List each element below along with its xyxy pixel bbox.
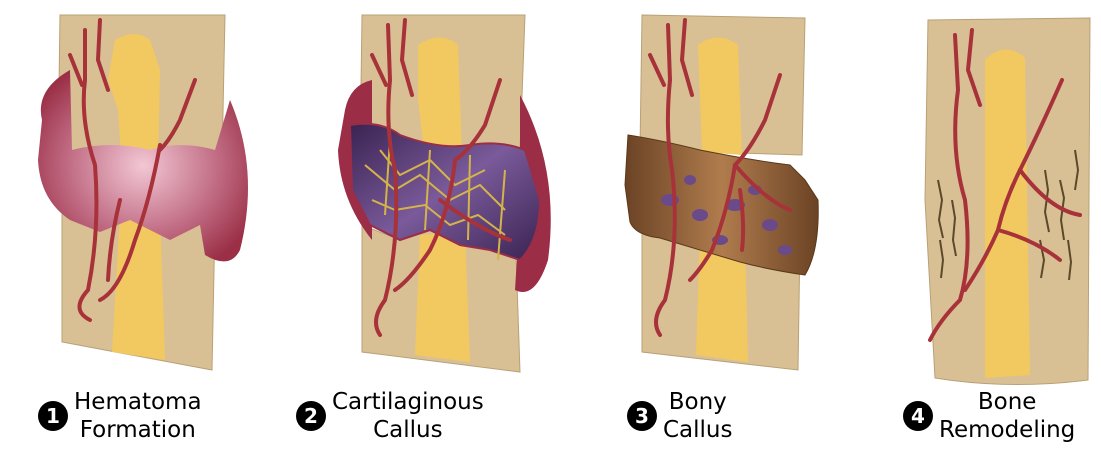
stage-title: Cartilaginous Callus [332, 388, 484, 444]
stage-number-badge: 1 [38, 401, 68, 431]
marrow-lower [415, 232, 470, 362]
stage-1-illustration [38, 15, 248, 370]
stage-title-line2: Formation [74, 416, 202, 444]
stage-title-line1: Bone [939, 388, 1075, 416]
stage-number-badge: 3 [627, 401, 657, 431]
stage-title: Bony Callus [663, 388, 733, 444]
stage-title: Hematoma Formation [74, 388, 202, 444]
stage-title-line1: Hematoma [74, 388, 202, 416]
stage-2-illustration [338, 15, 551, 372]
stage-label-4: 4 Bone Remodeling [903, 388, 1075, 444]
stage-number-badge: 4 [903, 401, 933, 431]
stage-title-line2: Callus [663, 416, 733, 444]
marrow [985, 49, 1030, 378]
stage-title: Bone Remodeling [939, 388, 1075, 444]
stage-title-line1: Bony [663, 388, 733, 416]
stage-number-badge: 2 [296, 401, 326, 431]
stage-label-1: 1 Hematoma Formation [38, 388, 202, 444]
stage-4-illustration [925, 18, 1090, 385]
stage-label-2: 2 Cartilaginous Callus [296, 388, 484, 444]
stage-label-3: 3 Bony Callus [627, 388, 733, 444]
marrow [698, 38, 742, 156]
stage-title-line1: Cartilaginous [332, 388, 484, 416]
stage-title-line2: Callus [332, 416, 484, 444]
stage-title-line2: Remodeling [939, 416, 1075, 444]
stage-3-illustration [625, 15, 818, 370]
